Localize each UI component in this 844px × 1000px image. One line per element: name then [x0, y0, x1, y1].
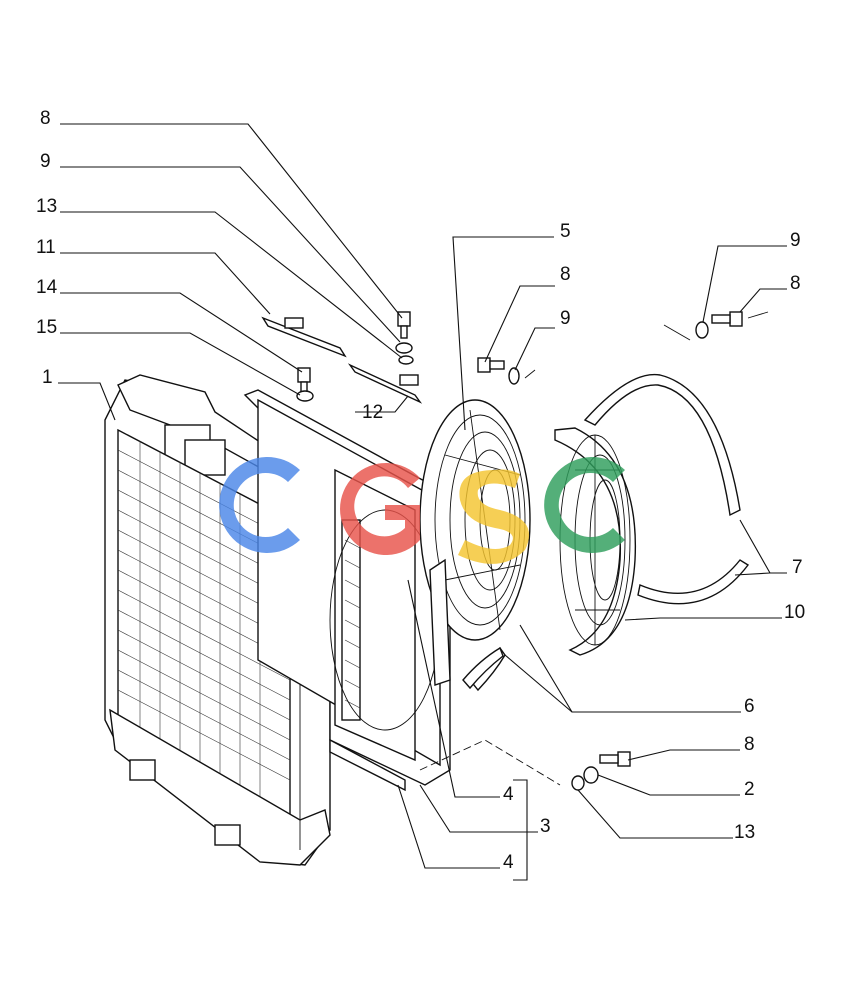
fasteners [261, 311, 769, 791]
callout-5: 5 [560, 221, 571, 242]
callout-2: 2 [744, 779, 755, 800]
callout-8-top: 8 [40, 108, 51, 129]
callout-13-bottom: 13 [734, 822, 755, 843]
callout-9-right: 9 [790, 230, 801, 251]
callout-10: 10 [784, 602, 805, 623]
watermark-logo [219, 457, 625, 564]
ring-segments [462, 373, 750, 690]
leader-lines [58, 123, 787, 881]
callout-7: 7 [792, 557, 803, 578]
callout-13-top: 13 [36, 196, 57, 217]
callout-6: 6 [744, 696, 755, 717]
callout-4-lower: 4 [503, 852, 514, 873]
callout-14: 14 [36, 277, 58, 298]
callout-15: 15 [36, 317, 57, 338]
callout-8-mid: 8 [560, 264, 571, 285]
callout-11: 11 [36, 237, 56, 258]
callout-9-top: 9 [40, 151, 51, 172]
callout-labels: 8 9 13 11 14 15 1 5 8 9 12 9 8 7 10 6 8 … [36, 108, 805, 873]
callout-8-bottom: 8 [744, 734, 755, 755]
callout-12: 12 [362, 402, 383, 423]
callout-8-right: 8 [790, 273, 801, 294]
callout-1: 1 [42, 367, 53, 388]
callout-4-upper: 4 [503, 784, 514, 805]
callout-9-mid: 9 [560, 308, 571, 329]
callout-3: 3 [540, 816, 551, 837]
